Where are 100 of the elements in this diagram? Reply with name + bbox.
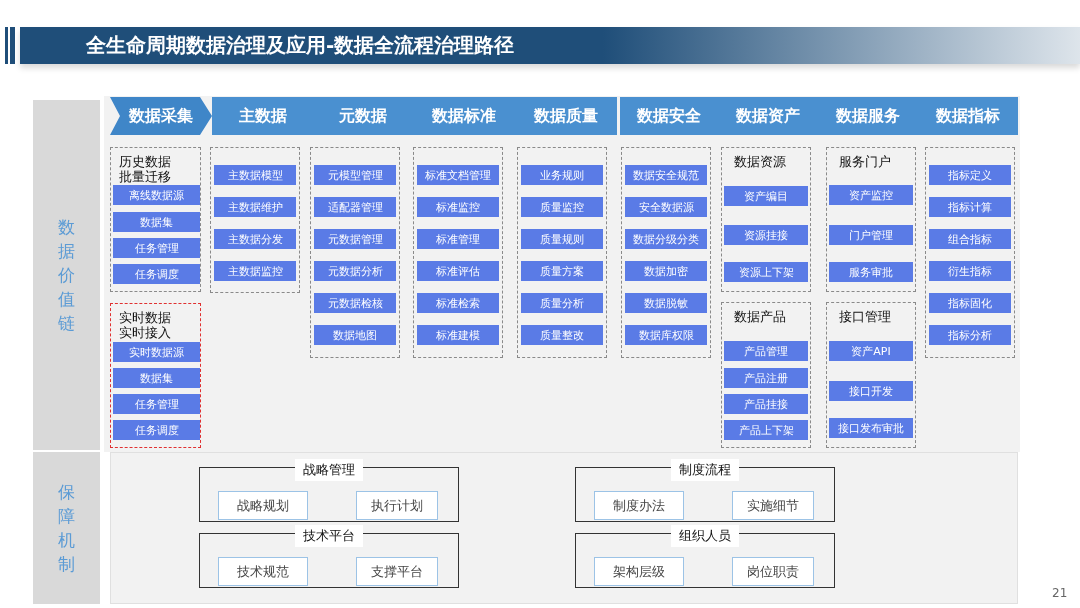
feature-box: 门户管理	[829, 225, 913, 245]
feature-box: 标准评估	[417, 261, 499, 281]
feature-box: 岗位职责	[732, 557, 814, 586]
feature-box: 离线数据源	[113, 185, 200, 205]
dashed-group-box	[413, 147, 503, 358]
group-heading: 历史数据批量迁移	[119, 154, 172, 184]
dashed-group-box	[925, 147, 1015, 358]
feature-box: 元数据检核	[314, 293, 396, 313]
feature-box: 制度办法	[594, 491, 684, 520]
group-heading: 数据资源	[734, 154, 787, 169]
feature-box: 产品挂接	[724, 394, 808, 414]
feature-box: 产品上下架	[724, 420, 808, 440]
column-header: 数据质量	[515, 97, 617, 135]
feature-box: 资源上下架	[724, 262, 808, 282]
feature-box: 标准监控	[417, 197, 499, 217]
feature-box: 指标固化	[929, 293, 1011, 313]
group-heading: 服务门户	[839, 154, 892, 169]
feature-box: 数据地图	[314, 325, 396, 345]
feature-box: 实时数据源	[113, 342, 200, 362]
group-heading: 制度流程	[671, 459, 739, 481]
feature-box: 标准管理	[417, 229, 499, 249]
column-header: 数据服务	[818, 97, 918, 135]
feature-box: 业务规则	[521, 165, 603, 185]
column-header: 元数据	[313, 97, 413, 135]
dashed-group-box	[310, 147, 400, 358]
dashed-group-box	[826, 147, 916, 292]
group-heading: 组织人员	[671, 525, 739, 547]
feature-box: 主数据分发	[214, 229, 296, 249]
feature-box: 支撑平台	[356, 557, 438, 586]
feature-box: 产品管理	[724, 341, 808, 361]
feature-box: 衍生指标	[929, 261, 1011, 281]
dashed-group-box	[621, 147, 711, 358]
column-header: 数据指标	[918, 97, 1018, 135]
section-label: 保障机制	[57, 481, 76, 576]
feature-box: 元数据管理	[314, 229, 396, 249]
feature-box: 接口发布审批	[829, 418, 913, 438]
feature-box: 服务审批	[829, 262, 913, 282]
feature-box: 适配器管理	[314, 197, 396, 217]
section-band	[33, 100, 100, 450]
dashed-group-box	[721, 147, 811, 292]
dashed-group-box	[517, 147, 607, 358]
feature-box: 数据分级分类	[625, 229, 707, 249]
dashed-group-box	[721, 302, 811, 448]
page-number: 21	[1052, 586, 1068, 600]
feature-box: 任务管理	[113, 394, 200, 414]
feature-box: 技术规范	[218, 557, 308, 586]
title: 全生命周期数据治理及应用-数据全流程治理路径	[86, 32, 515, 59]
feature-box: 质量监控	[521, 197, 603, 217]
feature-box: 安全数据源	[625, 197, 707, 217]
feature-box: 主数据监控	[214, 261, 296, 281]
feature-box: 质量方案	[521, 261, 603, 281]
feature-box: 元数据分析	[314, 261, 396, 281]
dashed-group-box	[826, 302, 916, 448]
feature-box: 标准检索	[417, 293, 499, 313]
group-heading: 数据产品	[734, 309, 787, 324]
feature-box: 数据库权限	[625, 325, 707, 345]
column-header: 数据标准	[413, 97, 515, 135]
feature-box: 标准文档管理	[417, 165, 499, 185]
column-header: 数据安全	[620, 97, 718, 135]
feature-box: 产品注册	[724, 368, 808, 388]
feature-box: 指标计算	[929, 197, 1011, 217]
column-header: 数据资产	[718, 97, 818, 135]
feature-box: 数据集	[113, 368, 200, 388]
feature-box: 主数据维护	[214, 197, 296, 217]
group-heading: 技术平台	[295, 525, 363, 547]
feature-box: 架构层级	[594, 557, 684, 586]
feature-box: 任务调度	[113, 420, 200, 440]
dashed-group-box	[110, 303, 201, 448]
feature-box: 数据脱敏	[625, 293, 707, 313]
group-heading: 实时数据实时接入	[119, 310, 172, 340]
feature-box: 指标分析	[929, 325, 1011, 345]
feature-box: 质量规则	[521, 229, 603, 249]
dashed-group-box	[210, 147, 300, 293]
feature-box: 主数据模型	[214, 165, 296, 185]
feature-box: 质量整改	[521, 325, 603, 345]
feature-box: 组合指标	[929, 229, 1011, 249]
column-header: 主数据	[212, 97, 313, 135]
group-heading: 接口管理	[839, 309, 892, 324]
group-heading: 战略管理	[295, 459, 363, 481]
feature-box: 任务调度	[113, 264, 200, 284]
feature-box: 实施细节	[732, 491, 814, 520]
feature-box: 数据安全规范	[625, 165, 707, 185]
chevron-header: 数据采集	[110, 97, 212, 135]
feature-box: 元模型管理	[314, 165, 396, 185]
feature-box: 数据加密	[625, 261, 707, 281]
feature-box: 接口开发	[829, 381, 913, 401]
feature-box: 资产API	[829, 341, 913, 361]
feature-box: 资产编目	[724, 186, 808, 206]
feature-box: 执行计划	[356, 491, 438, 520]
feature-box: 资产监控	[829, 185, 913, 205]
feature-box: 标准建模	[417, 325, 499, 345]
feature-box: 质量分析	[521, 293, 603, 313]
feature-box: 数据集	[113, 212, 200, 232]
feature-box: 战略规划	[218, 491, 308, 520]
dashed-group-box	[110, 147, 201, 292]
feature-box: 任务管理	[113, 238, 200, 258]
feature-box: 指标定义	[929, 165, 1011, 185]
section-label: 数据价值链	[57, 216, 76, 335]
feature-box: 资源挂接	[724, 225, 808, 245]
section-band	[33, 452, 100, 604]
